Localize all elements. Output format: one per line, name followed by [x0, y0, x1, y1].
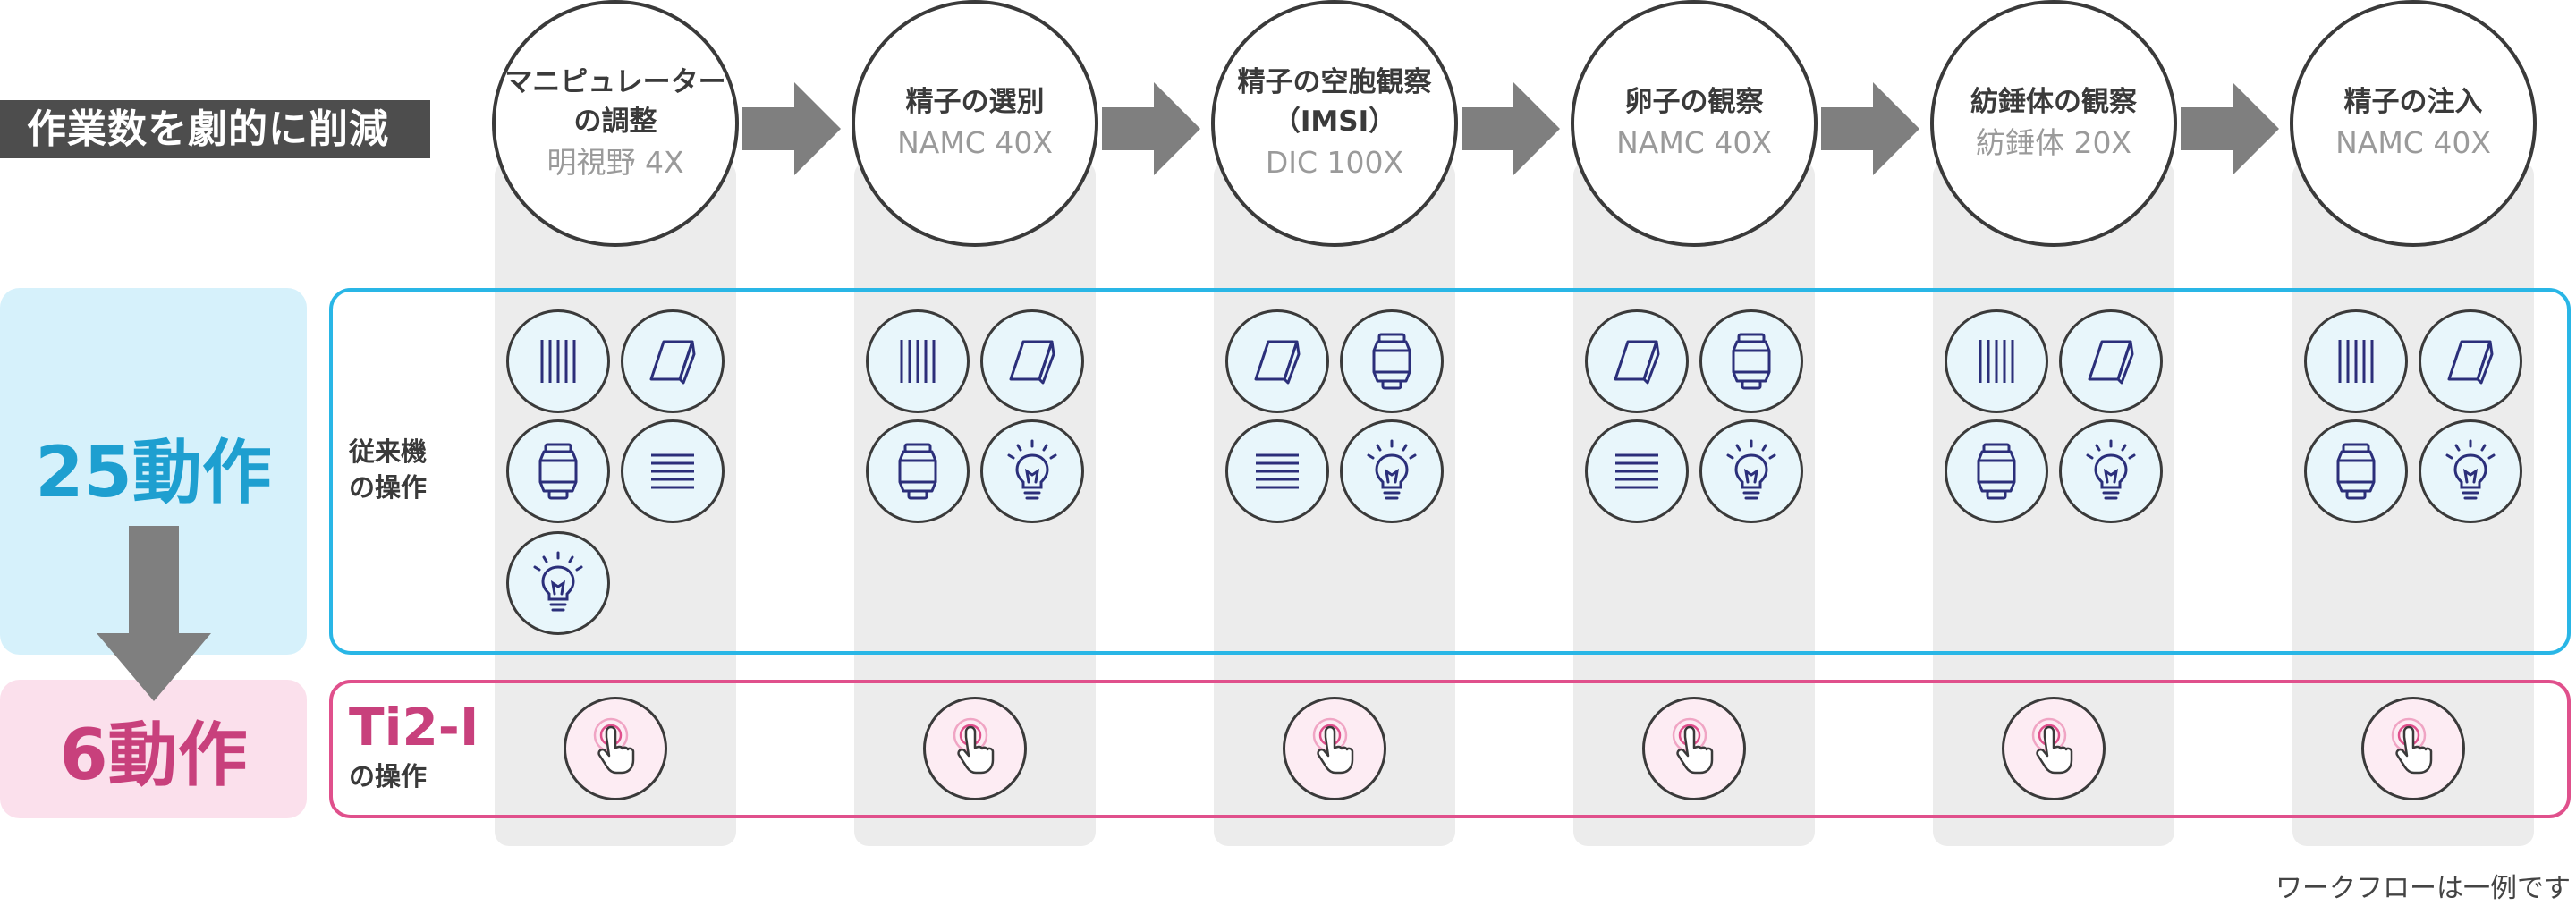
objective-lens-icon: [506, 419, 610, 523]
horizontal-lines-icon: [621, 419, 724, 523]
step-subtitle: 明視野 4X: [547, 145, 684, 180]
objective-lens-icon: [1699, 309, 1803, 413]
vertical-lines-icon: [506, 309, 610, 413]
right-arrow-icon: [1821, 82, 1919, 175]
step-title: 精子の注入: [2343, 86, 2483, 118]
objective-lens-icon: [866, 419, 970, 523]
ti2-label: の操作: [349, 761, 428, 792]
horizontal-lines-icon: [1585, 419, 1689, 523]
step-title: 精子の選別: [905, 86, 1045, 118]
objective-lens-icon: [1945, 419, 2048, 523]
conventional-label: 従来機 の操作: [349, 436, 428, 503]
step-5: 紡錘体の観察 紡錘体 20X: [1930, 0, 2177, 247]
right-arrow-icon: [742, 82, 841, 175]
touch-icon: [564, 697, 667, 800]
objective-lens-icon: [1340, 309, 1444, 413]
footnote: ワークフローは一例です: [2275, 873, 2571, 904]
step-3: 精子の空胞観察 （IMSI） DIC 100X: [1211, 0, 1458, 247]
light-bulb-icon: [2059, 419, 2163, 523]
conventional-row: [329, 288, 2571, 655]
right-arrow-icon: [1462, 82, 1560, 175]
count-text: 25動作: [35, 433, 272, 513]
header-label: 作業数を劇的に削減: [0, 100, 430, 158]
light-bulb-icon: [980, 419, 1084, 523]
ti2-model: Ti2-I: [349, 697, 479, 758]
step-subtitle: NAMC 40X: [2335, 125, 2491, 160]
touch-icon: [1642, 697, 1746, 800]
light-bulb-icon: [2419, 419, 2522, 523]
light-bulb-icon: [506, 531, 610, 635]
objective-lens-icon: [2304, 419, 2408, 523]
touch-icon: [1283, 697, 1386, 800]
prism-icon: [1585, 309, 1689, 413]
ti2-count: 6動作: [0, 680, 307, 818]
prism-icon: [1225, 309, 1329, 413]
step-subtitle: NAMC 40X: [1616, 125, 1772, 160]
prism-icon: [980, 309, 1084, 413]
right-arrow-icon: [1102, 82, 1200, 175]
step-subtitle: 紡錘体 20X: [1975, 125, 2132, 160]
step-title: 精子の空胞観察 （IMSI）: [1237, 66, 1432, 138]
touch-icon: [923, 697, 1027, 800]
step-title: マニピュレーター の調整: [504, 66, 726, 138]
down-arrow-icon: [97, 526, 211, 701]
prism-icon: [621, 309, 724, 413]
prism-icon: [2059, 309, 2163, 413]
ti2-row: [329, 680, 2571, 818]
step-title: 紡錘体の観察: [1970, 86, 2137, 118]
prism-icon: [2419, 309, 2522, 413]
step-subtitle: NAMC 40X: [897, 125, 1053, 160]
step-2: 精子の選別 NAMC 40X: [852, 0, 1098, 247]
step-4: 卵子の観察 NAMC 40X: [1571, 0, 1818, 247]
step-1: マニピュレーター の調整 明視野 4X: [492, 0, 739, 247]
light-bulb-icon: [1699, 419, 1803, 523]
conventional-count: 25動作: [0, 288, 307, 655]
vertical-lines-icon: [866, 309, 970, 413]
touch-icon: [2361, 697, 2465, 800]
step-6: 精子の注入 NAMC 40X: [2290, 0, 2537, 247]
horizontal-lines-icon: [1225, 419, 1329, 523]
light-bulb-icon: [1340, 419, 1444, 523]
step-subtitle: DIC 100X: [1265, 145, 1404, 180]
count-text: 6動作: [59, 715, 248, 796]
vertical-lines-icon: [1945, 309, 2048, 413]
touch-icon: [2002, 697, 2106, 800]
right-arrow-icon: [2181, 82, 2279, 175]
step-title: 卵子の観察: [1624, 86, 1764, 118]
vertical-lines-icon: [2304, 309, 2408, 413]
